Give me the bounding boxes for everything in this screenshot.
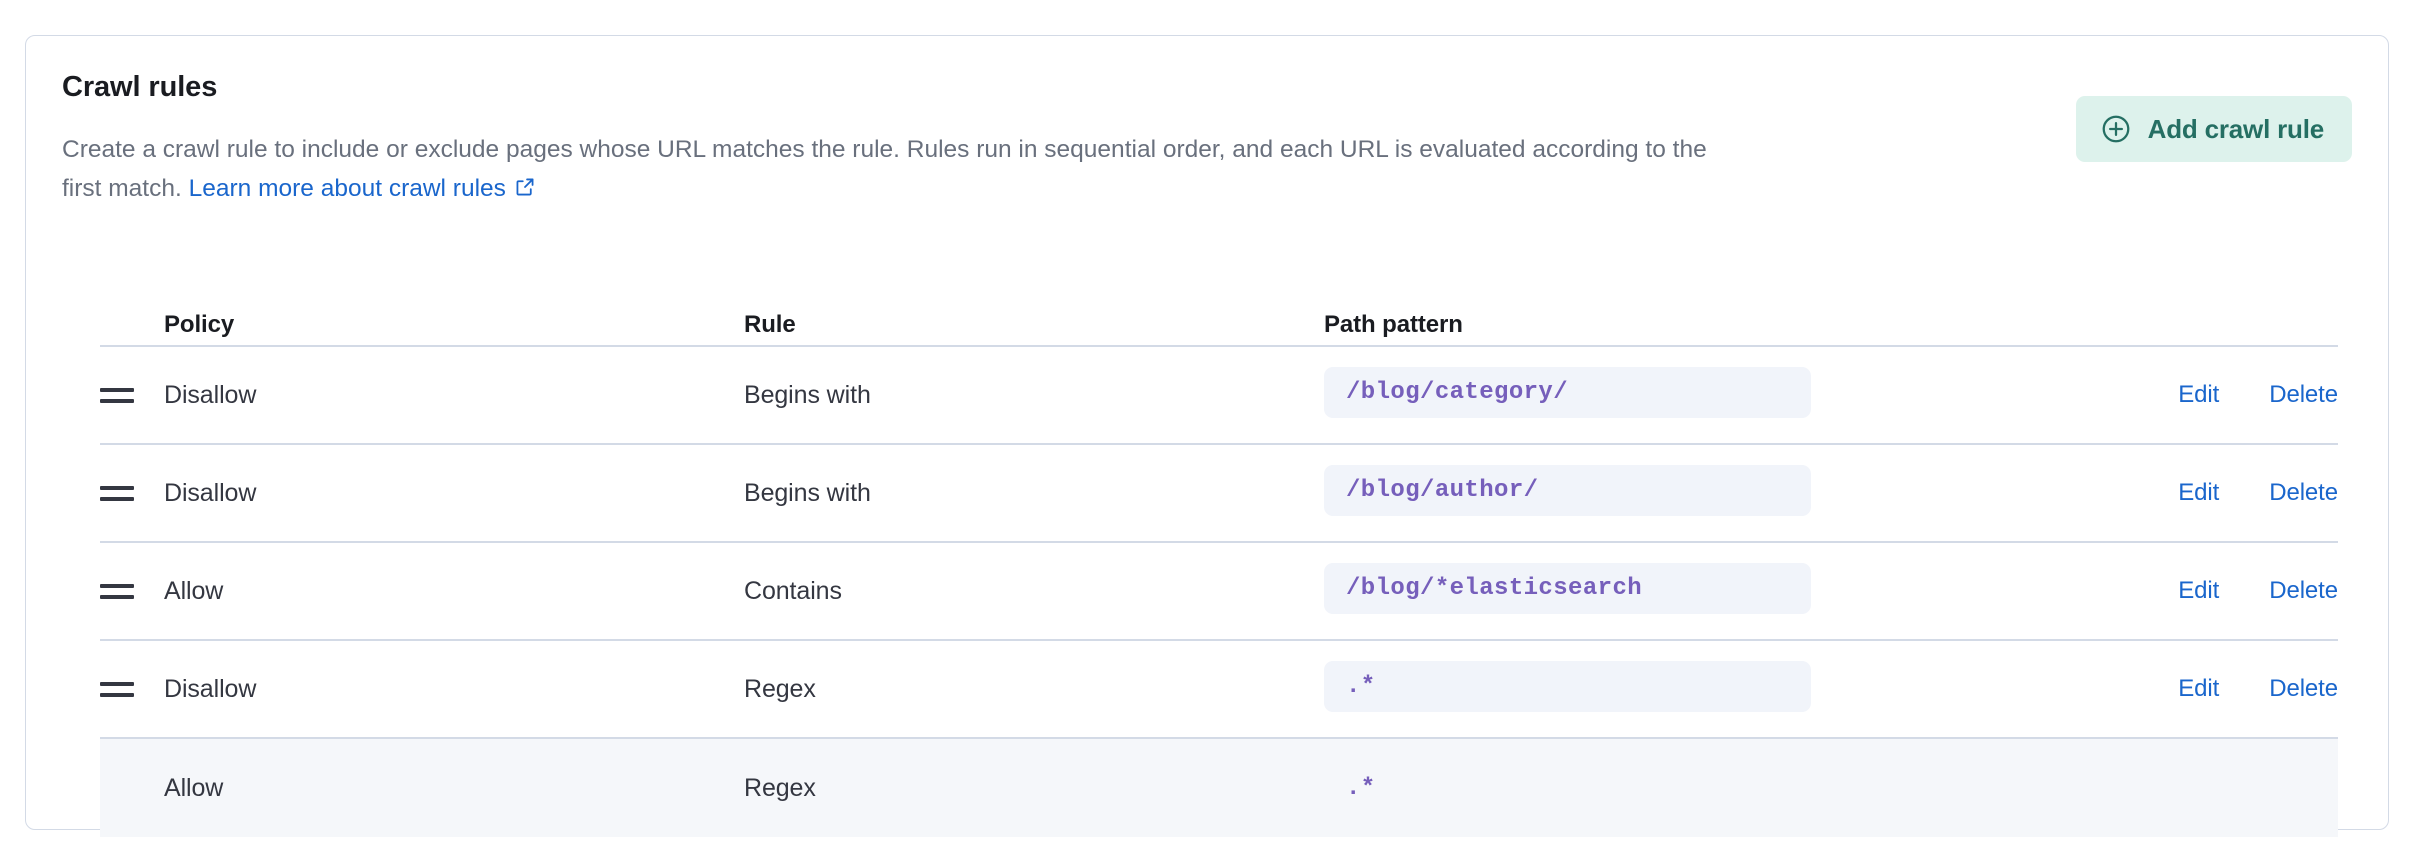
table-row: Allow Contains/blog/*elasticsearch Edit Del… [100,543,2338,641]
delete-link[interactable]: Delete [2269,479,2338,506]
cell-policy: Allow [164,576,224,605]
delete-link[interactable]: Delete [2269,675,2338,702]
cell-path-pattern: .* [1324,763,2038,814]
cell-policy: Disallow [164,380,257,409]
cell-policy: Allow [164,773,224,802]
add-crawl-rule-button[interactable]: Add crawl rule [2075,96,2352,162]
crawl-rules-panel: Crawl rules Create a crawl rule to inclu… [25,35,2389,837]
cell-path-pattern: /blog/*elasticsearch [1324,563,2038,619]
path-pattern-code: /blog/*elasticsearch [1324,563,1811,614]
cell-path-pattern: .* [1324,661,2038,717]
drag-handle-cell[interactable] [100,579,164,603]
path-pattern-code: /blog/author/ [1324,465,1811,516]
drag-handle-icon[interactable] [100,481,134,505]
cell-rule: Contains [744,576,842,605]
drag-handle-icon[interactable] [100,579,134,603]
drag-handle-cell[interactable] [100,677,164,701]
panel-header: Crawl rules Create a crawl rule to inclu… [62,70,2352,210]
cell-actions: Edit Delete [2038,381,2338,409]
table-row: Allow Regex .* [100,739,2338,837]
path-pattern-code: .* [1346,774,1376,802]
table-header-row: Policy Rule Path pattern [100,291,2338,347]
cell-actions: Edit Delete [2038,577,2338,605]
path-pattern-code: .* [1324,661,1811,712]
learn-more-label: Learn more about crawl rules [188,175,506,202]
path-pattern-code: /blog/category/ [1324,367,1811,418]
drag-handle-cell[interactable] [100,383,164,407]
cell-path-pattern: /blog/category/ [1324,367,2038,423]
cell-actions: Edit Delete [2038,675,2338,703]
table-row: Disallow Begins with/blog/author/Edit Dele… [100,445,2338,543]
panel-description: Create a crawl rule to include or exclud… [62,130,1722,210]
plus-in-circle-icon [2100,113,2132,145]
drag-handle-cell[interactable] [100,481,164,505]
delete-link[interactable]: Delete [2269,381,2338,408]
cell-actions: Edit Delete [2038,479,2338,507]
panel-description-text: Create a crawl rule to include or exclud… [62,136,1707,202]
cell-rule: Regex [744,773,816,802]
page-title: Crawl rules [62,71,218,103]
column-header-policy: Policy [164,311,235,338]
cell-policy: Disallow [164,478,257,507]
table-row: Disallow Begins with/blog/category/Edit De… [100,347,2338,445]
delete-link[interactable]: Delete [2269,577,2338,604]
column-header-path-pattern: Path pattern [1324,311,1463,338]
column-header-rule: Rule [744,311,796,338]
drag-handle-icon[interactable] [100,383,134,407]
cell-rule: Regex [744,674,816,703]
panel-header-text: Crawl rules Create a crawl rule to inclu… [62,70,1722,210]
external-link-icon [514,171,536,210]
drag-handle-icon[interactable] [100,677,134,701]
add-crawl-rule-label: Add crawl rule [2147,113,2325,144]
edit-link[interactable]: Edit [2178,577,2220,604]
table-row: Disallow Regex .* Edit Delete [100,641,2338,739]
learn-more-link[interactable]: Learn more about crawl rules [189,175,536,202]
edit-link[interactable]: Edit [2178,479,2220,506]
cell-policy: Disallow [164,674,257,703]
edit-link[interactable]: Edit [2178,381,2220,408]
cell-rule: Begins with [744,478,871,507]
cell-rule: Begins with [744,380,871,409]
cell-path-pattern: /blog/author/ [1324,465,2038,521]
edit-link[interactable]: Edit [2178,675,2220,702]
